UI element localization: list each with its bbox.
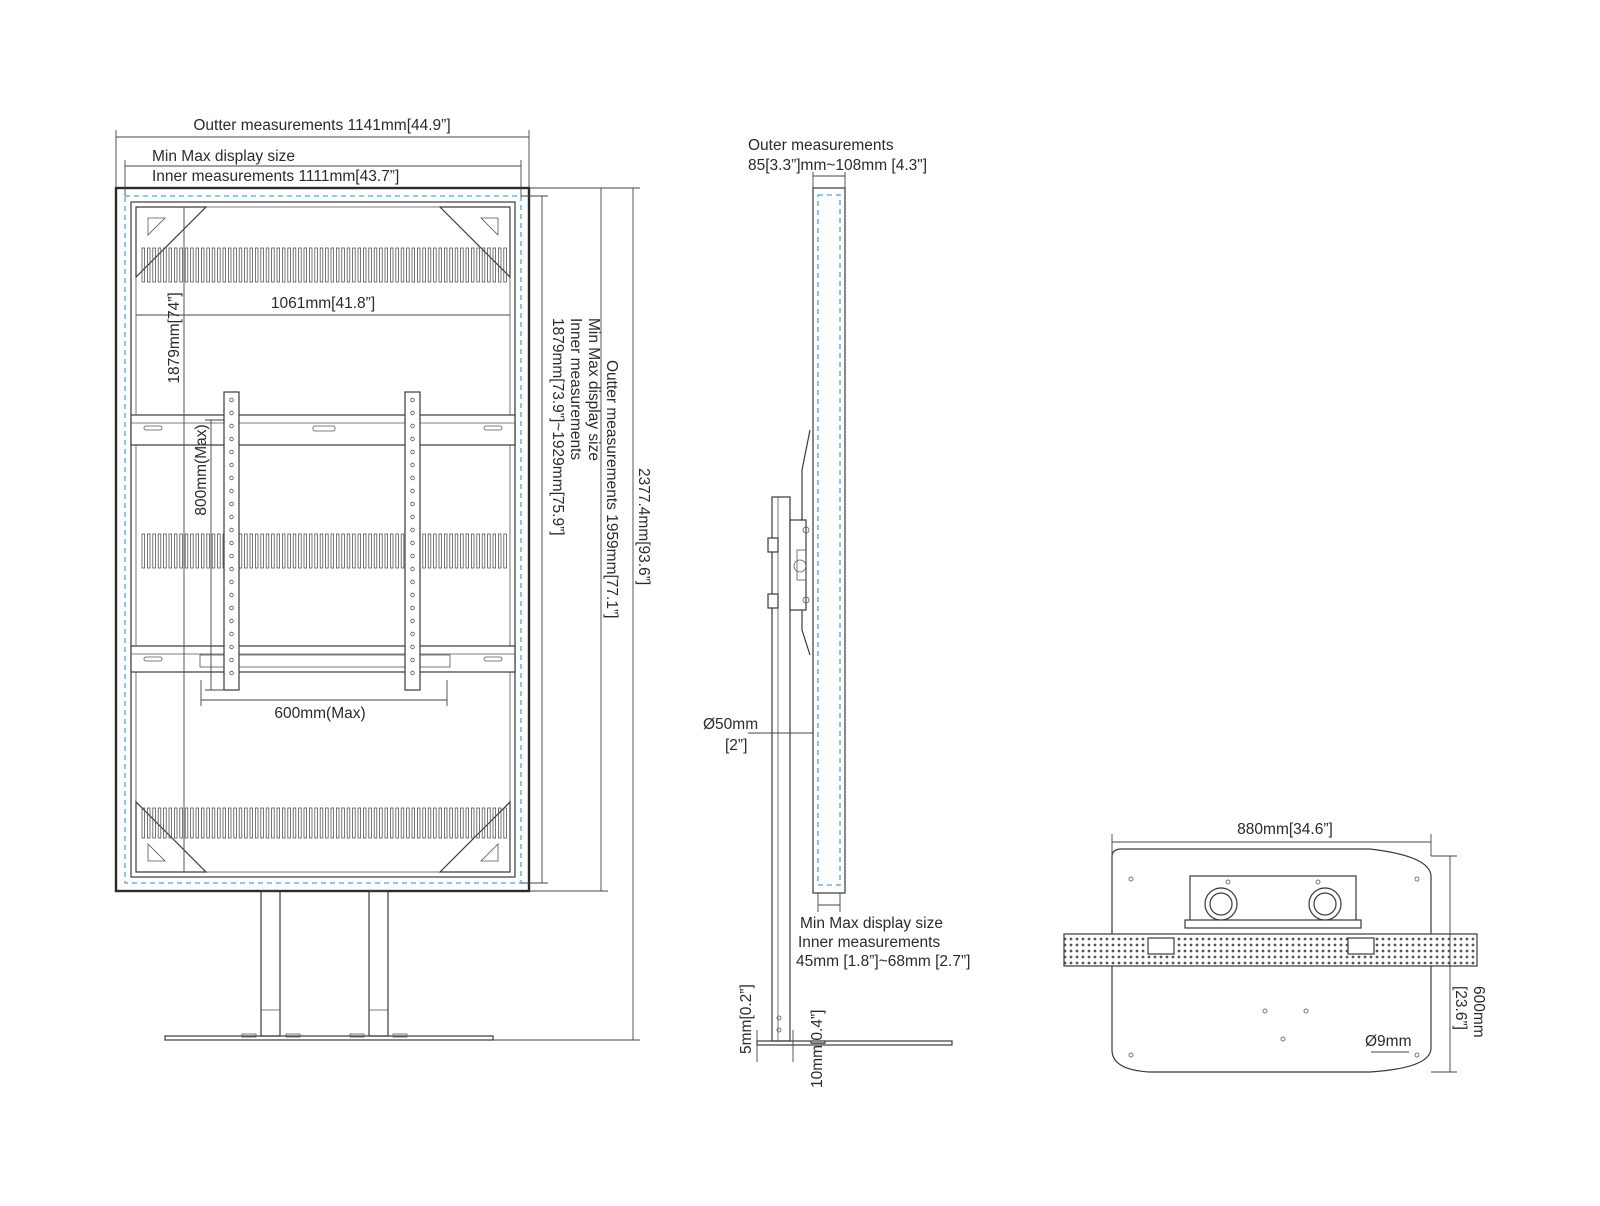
side-tilt-bracket bbox=[767, 429, 811, 656]
dim-outer-height: Outter measurements 1959mm[77.1”] bbox=[529, 187, 620, 892]
display-outer-frame bbox=[114, 186, 531, 893]
vesa-bracket-right bbox=[404, 391, 421, 691]
stand-legs bbox=[164, 890, 494, 1041]
side-inner-sub: Inner measurements bbox=[798, 934, 940, 951]
side-outer-title: Outer measurements bbox=[748, 137, 894, 154]
dim-bracket-width: 600mm(Max) bbox=[200, 680, 448, 722]
dim-bracket-height: 800mm(Max) bbox=[193, 419, 224, 691]
mounting-rail-upper bbox=[130, 414, 516, 446]
base-5mm-label: 5mm[0.2”] bbox=[738, 984, 755, 1054]
side-pole bbox=[771, 496, 791, 1042]
top-depth-inch: [23.6”] bbox=[1452, 986, 1469, 1030]
base-plate-outline bbox=[1111, 848, 1432, 1073]
hole-diameter: Ø9mm bbox=[1365, 1033, 1412, 1053]
side-dim-inner: Min Max display size Inner measurements … bbox=[796, 893, 970, 970]
top-view: 880mm[34.6”] 600mm [23.6”] Ø9mm bbox=[1063, 821, 1487, 1073]
dim-inner-width: Min Max display size Inner measurements … bbox=[124, 148, 522, 196]
dim-vesa-height: 1879mm[74”] bbox=[166, 207, 185, 872]
side-dim-outer: Outer measurements 85[3.3”]mm~108mm [4.3… bbox=[748, 137, 927, 188]
top-dim-depth: 600mm [23.6”] bbox=[1431, 855, 1487, 1073]
dim-vesa-width: 1061mm[41.8”] bbox=[136, 295, 510, 316]
side-dim-pole: Ø50mm [2”] bbox=[703, 716, 813, 754]
display-inner-outline bbox=[124, 195, 522, 884]
side-view: Outer measurements 85[3.3”]mm~108mm [4.3… bbox=[703, 137, 970, 1088]
front-view: Outter measurements 1141mm[44.9”] Min Ma… bbox=[114, 117, 652, 1041]
vent-slots bbox=[141, 247, 507, 839]
vesa-height-label: 1879mm[74”] bbox=[166, 292, 183, 383]
outer-width-label: Outter measurements 1141mm[44.9”] bbox=[193, 117, 450, 134]
total-height-label: 2377.4mm[93.6”] bbox=[635, 468, 652, 585]
side-dim-base: 5mm[0.2”] 10mm[0.4”] bbox=[738, 984, 826, 1088]
perforated-crossbar bbox=[1063, 933, 1478, 967]
hole-diameter-label: Ø9mm bbox=[1365, 1033, 1412, 1050]
vesa-width-label: 1061mm[41.8”] bbox=[271, 295, 375, 312]
base-plate-holes bbox=[1128, 876, 1420, 1058]
side-display-profile bbox=[812, 187, 846, 894]
side-inner-title: Min Max display size bbox=[800, 915, 943, 932]
outer-height-label: Outter measurements 1959mm[77.1”] bbox=[603, 360, 620, 618]
bracket-height-label: 800mm(Max) bbox=[193, 424, 210, 515]
dim-outer-width: Outter measurements 1141mm[44.9”] bbox=[115, 117, 530, 188]
back-panel bbox=[130, 201, 516, 878]
dim-total-height: 2377.4mm[93.6”] bbox=[493, 187, 652, 1041]
corner-brackets bbox=[135, 206, 511, 873]
dim-inner-height: Min Max display size Inner measurements … bbox=[521, 195, 602, 884]
pole-clamps bbox=[1184, 875, 1362, 929]
inner-width-label: Inner measurements 1111mm[43.7”] bbox=[152, 168, 399, 185]
inner-height-value: 1879mm[73.9”]~1929mm[75.9”] bbox=[549, 318, 566, 536]
pole-diameter-inch: [2”] bbox=[725, 737, 747, 754]
base-10mm-label: 10mm[0.4”] bbox=[809, 1010, 826, 1088]
top-width-label: 880mm[34.6”] bbox=[1237, 821, 1333, 838]
vesa-bracket-left bbox=[223, 391, 240, 691]
top-dim-width: 880mm[34.6”] bbox=[1111, 821, 1432, 856]
min-max-display-size-label: Min Max display size bbox=[152, 148, 295, 165]
inner-height-title: Min Max display size bbox=[585, 318, 602, 461]
mounting-rail-lower bbox=[130, 645, 516, 673]
side-inner-value: 45mm [1.8”]~68mm [2.7”] bbox=[796, 953, 970, 970]
inner-height-sub: Inner measurements bbox=[567, 318, 584, 460]
side-outer-value: 85[3.3”]mm~108mm [4.3"] bbox=[748, 157, 927, 174]
bracket-width-label: 600mm(Max) bbox=[274, 705, 365, 722]
top-depth-label: 600mm bbox=[1470, 986, 1487, 1038]
pole-diameter-label: Ø50mm bbox=[703, 716, 758, 733]
